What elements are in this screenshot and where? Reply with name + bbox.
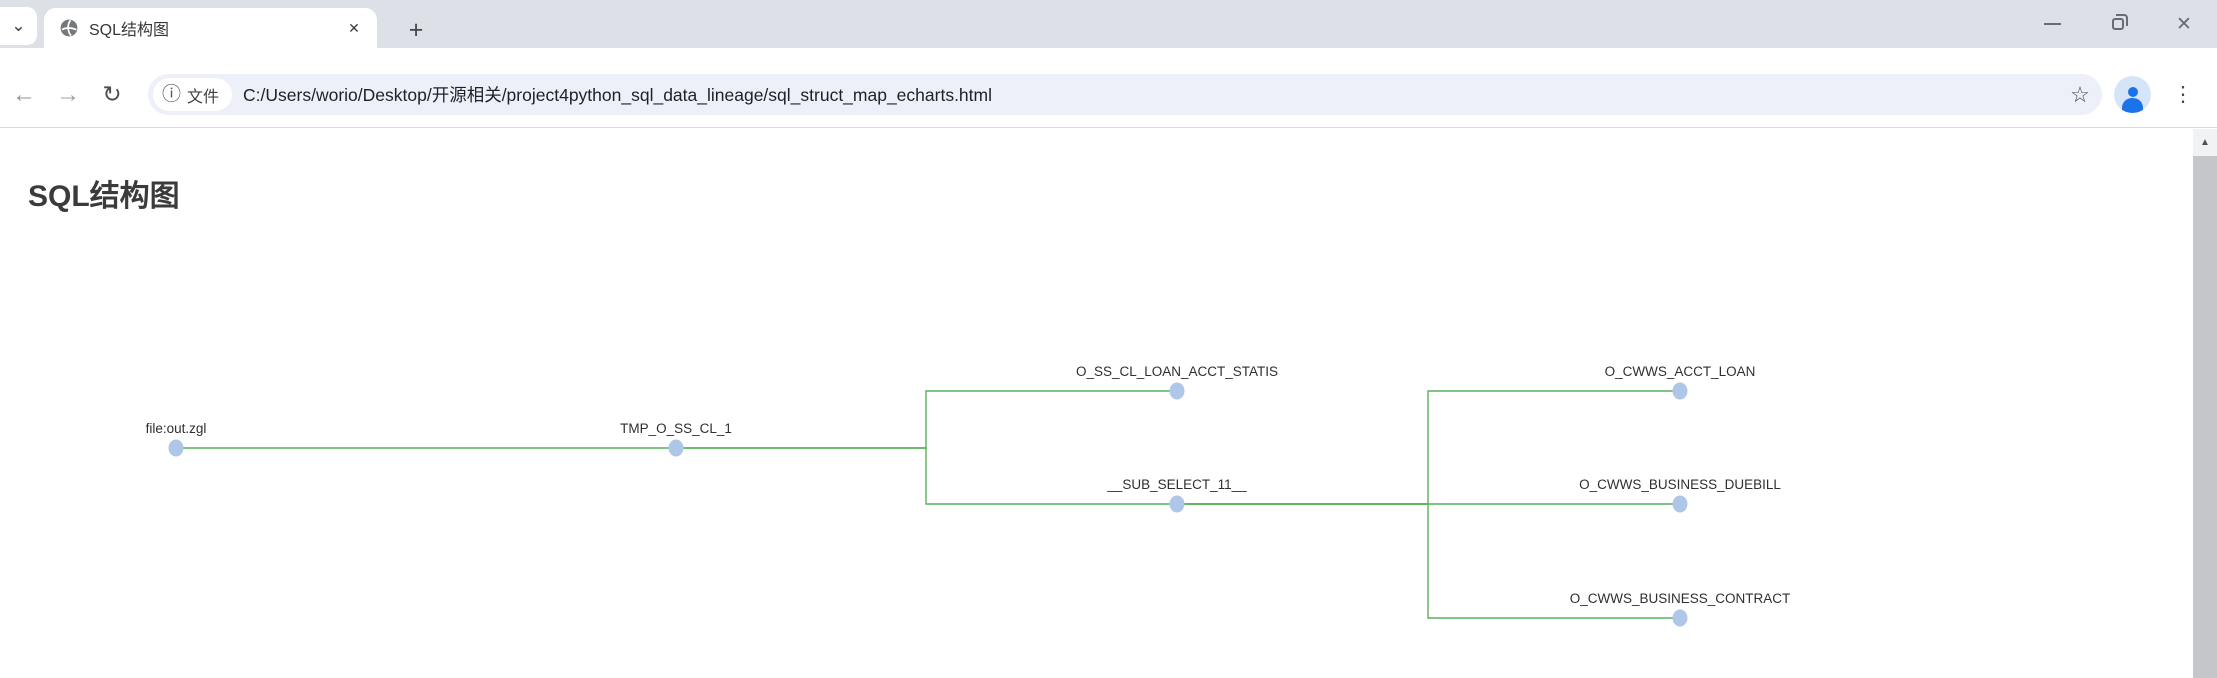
forward-arrow-icon: → (56, 80, 80, 108)
avatar-person-icon (2122, 87, 2143, 113)
node-tmp[interactable] (668, 439, 684, 457)
back-button[interactable]: ← (2, 73, 46, 117)
node-acct_loan[interactable] (1672, 382, 1688, 400)
forward-button[interactable]: → (46, 73, 90, 117)
node-root[interactable] (168, 439, 184, 457)
new-tab-button[interactable]: + (399, 13, 433, 47)
reload-icon: ↻ (102, 81, 122, 107)
node-statis[interactable] (1169, 382, 1185, 400)
back-arrow-icon: ← (12, 80, 36, 108)
scrollbar-thumb[interactable] (2193, 156, 2217, 678)
browser-toolbar: ← → ↻ ⓘ 文件 C:/Users/worio/Desktop/开源相关/p… (0, 48, 2217, 128)
restore-button[interactable] (2085, 0, 2151, 48)
window-controls: ✕ (2019, 0, 2217, 48)
close-icon: ✕ (2176, 13, 2192, 35)
info-icon: ⓘ (162, 84, 182, 105)
node-sub[interactable] (1169, 495, 1185, 513)
minimize-button[interactable] (2019, 0, 2085, 48)
lineage-diagram: file:out.zgl TMP_O_SS_CL_1 O_SS_CL_LOAN_AC… (146, 364, 1791, 627)
node-label-root: file:out.zgl (146, 421, 207, 436)
page-content: SQL结构图 file:out.zgl TMP_O_SS_CL_1 O_SS_CL_… (0, 129, 2217, 678)
close-window-button[interactable]: ✕ (2151, 0, 2217, 48)
minimize-icon (2043, 23, 2061, 25)
reload-button[interactable]: ↻ (90, 73, 134, 117)
bookmark-button[interactable]: ☆ (2062, 77, 2098, 113)
edge-tmp-sub (676, 447, 1177, 505)
profile-button[interactable] (2114, 76, 2151, 113)
url-text[interactable]: C:/Users/worio/Desktop/开源相关/project4pyth… (243, 85, 992, 105)
page-scrollbar[interactable]: ▲ (2193, 129, 2217, 678)
site-info-chip[interactable]: ⓘ 文件 (153, 78, 233, 111)
node-label-duebill: O_CWWS_BUSINESS_DUEBILL (1579, 477, 1781, 492)
globe-favicon-icon (60, 19, 78, 37)
node-label-statis: O_SS_CL_LOAN_ACCT_STATIS (1076, 364, 1278, 379)
star-icon: ☆ (2070, 81, 2090, 107)
kebab-menu-icon: ⋮ (2172, 83, 2194, 106)
tab-title: SQL结构图 (89, 22, 170, 39)
page-title: SQL结构图 (28, 180, 180, 213)
tab-strip: ⌄ SQL结构图 ✕ + ✕ (0, 0, 2217, 48)
node-label-acct_loan: O_CWWS_ACCT_LOAN (1605, 364, 1756, 379)
node-label-contract: O_CWWS_BUSINESS_CONTRACT (1570, 591, 1791, 606)
tab-search-button[interactable]: ⌄ (0, 7, 37, 45)
plus-icon: + (408, 15, 424, 44)
tab-sql-struct[interactable]: SQL结构图 ✕ (44, 8, 377, 48)
browser-menu-button[interactable]: ⋮ (2165, 77, 2201, 113)
restore-icon (2112, 14, 2128, 30)
scrollbar-up-button[interactable]: ▲ (2193, 129, 2217, 156)
site-info-label: 文件 (187, 88, 220, 106)
address-bar[interactable]: ⓘ 文件 C:/Users/worio/Desktop/开源相关/project… (148, 74, 2102, 115)
node-label-tmp: TMP_O_SS_CL_1 (620, 421, 732, 436)
node-label-sub: __SUB_SELECT_11__ (1106, 477, 1247, 492)
edge-tmp-statis (676, 390, 1177, 449)
tab-close-icon[interactable]: ✕ (348, 19, 360, 36)
node-contract[interactable] (1672, 609, 1688, 627)
triangle-up-icon: ▲ (2200, 137, 2210, 148)
edge-sub-contract (1177, 503, 1680, 619)
chevron-down-icon: ⌄ (11, 16, 26, 35)
node-duebill[interactable] (1672, 495, 1688, 513)
